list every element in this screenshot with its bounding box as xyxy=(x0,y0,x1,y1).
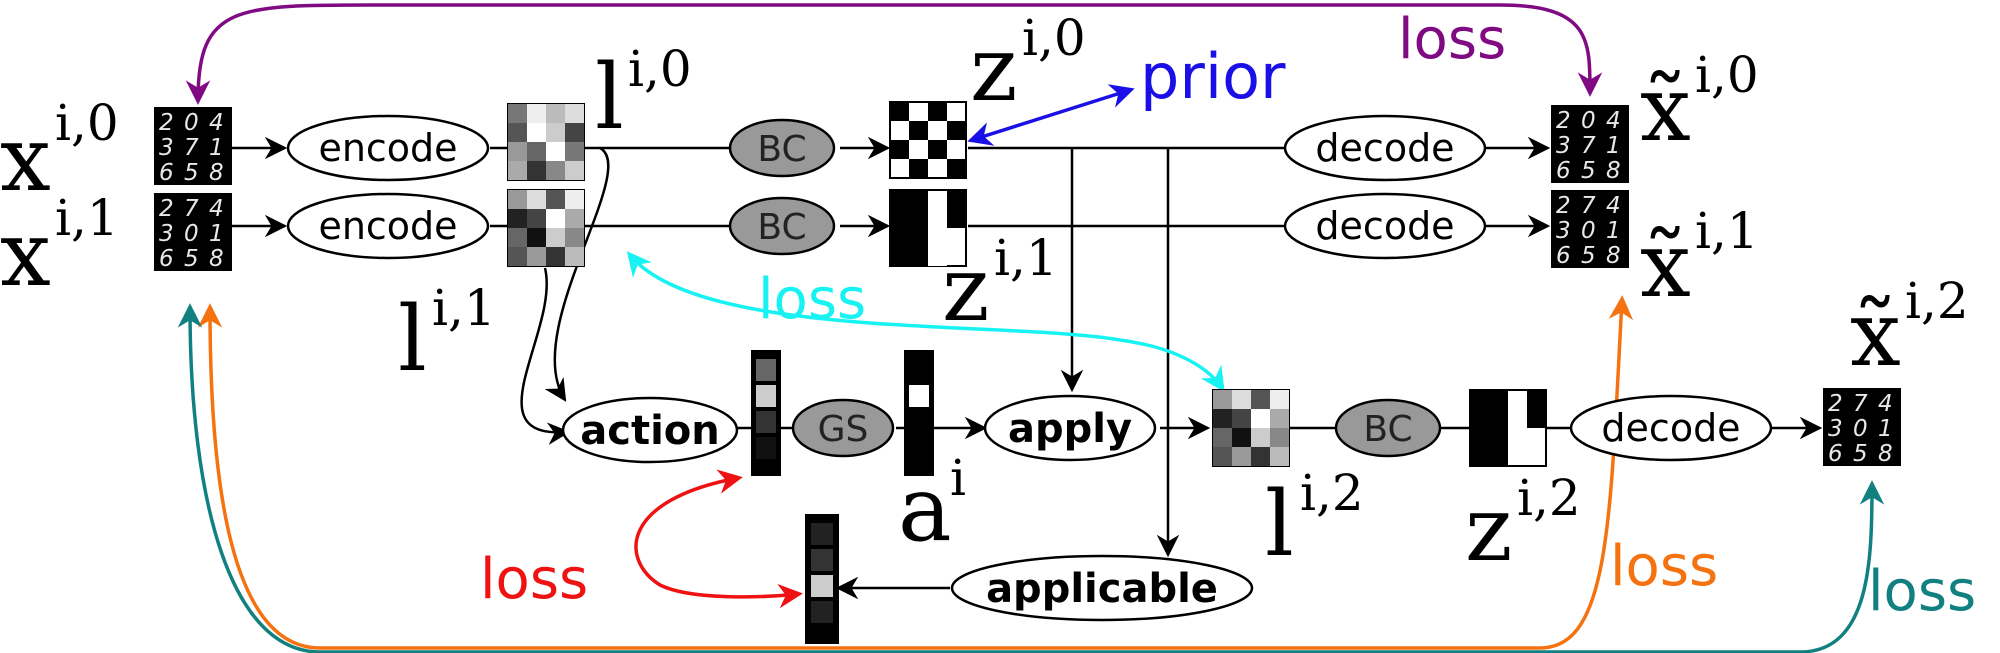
bc-label-2: BC xyxy=(1363,409,1412,450)
xtilde-sup-i2: i,2 xyxy=(1905,272,1969,330)
red-loss-label: loss xyxy=(480,547,588,612)
loss-arrows xyxy=(177,3,1885,653)
l-sup-i1: i,1 xyxy=(432,279,496,337)
reconstruction-image-x0 xyxy=(1551,105,1629,184)
binary-latent-z1 xyxy=(889,189,967,267)
action-onehot-bar xyxy=(904,350,934,476)
action-logits-bar xyxy=(751,350,781,476)
prior-label: prior xyxy=(1140,40,1286,113)
purple-loss-label: loss xyxy=(1398,7,1506,72)
cyan-loss-label: loss xyxy=(758,267,866,332)
applicable-label: applicable xyxy=(986,566,1218,612)
z-base-0: z xyxy=(970,17,1017,122)
x-base-0: x xyxy=(0,107,51,212)
reconstruction-image-x2 xyxy=(1823,388,1901,467)
encode-node-0: encode xyxy=(286,114,490,182)
decode-node-1: decode xyxy=(1283,192,1487,260)
xtilde-base-1: x̃ xyxy=(1640,213,1691,318)
apply-node: apply xyxy=(983,394,1157,462)
teal-loss-label: loss xyxy=(1868,559,1976,624)
applicable-node: applicable xyxy=(950,554,1254,622)
bc-node-2: BC xyxy=(1334,398,1442,458)
encode-label-1: encode xyxy=(318,204,457,248)
xtilde-sup-i1: i,1 xyxy=(1695,202,1759,260)
encode-node-1: encode xyxy=(286,192,490,260)
z-base-1: z xyxy=(942,237,989,342)
label-l-i1: l i,1 xyxy=(398,279,496,392)
input-image-x0 xyxy=(154,107,232,186)
l-base-2: l xyxy=(1265,472,1294,577)
action-node: action xyxy=(561,396,739,464)
label-l-i2: l i,2 xyxy=(1265,464,1364,577)
action-label: action xyxy=(580,408,720,454)
xtilde-base-0: x̃ xyxy=(1640,57,1691,162)
bc-node-1: BC xyxy=(728,196,836,256)
orange-loss-label: loss xyxy=(1610,534,1718,599)
encode-label-0: encode xyxy=(318,126,457,170)
x-base-1: x xyxy=(0,202,51,307)
bc-label-1: BC xyxy=(757,207,806,248)
z-sup-i0: i,0 xyxy=(1022,9,1086,67)
decode-node-0: decode xyxy=(1283,114,1487,182)
l-sup-i2: i,2 xyxy=(1300,464,1364,522)
label-xtilde-i2: x̃ i,2 xyxy=(1850,272,1969,387)
bc-label-0: BC xyxy=(757,129,806,170)
decode-label-1: decode xyxy=(1315,204,1454,248)
purple-loss-arrow xyxy=(185,3,1603,105)
l-base-1: l xyxy=(398,287,427,392)
xtilde-base-2: x̃ xyxy=(1850,282,1901,387)
gs-label: GS xyxy=(818,409,869,450)
applicable-bar xyxy=(805,514,839,644)
decode-node-2: decode xyxy=(1569,394,1773,462)
red-loss-arrow xyxy=(634,469,803,609)
gs-node: GS xyxy=(791,398,895,458)
latent-image-l1 xyxy=(507,189,585,267)
binary-latent-z0 xyxy=(889,101,967,179)
binary-latent-z2 xyxy=(1469,389,1547,467)
label-l-i0: l i,0 xyxy=(595,40,692,150)
input-image-x1 xyxy=(154,193,232,272)
label-a-i: a i xyxy=(898,449,966,562)
l-base-0: l xyxy=(595,45,624,150)
xtilde-sup-i0: i,0 xyxy=(1695,46,1759,104)
decode-label-2: decode xyxy=(1601,406,1740,450)
blue-prior-arrow xyxy=(967,84,1135,146)
x-sup-i0: i,0 xyxy=(55,94,119,152)
latent-image-l2 xyxy=(1212,389,1290,467)
teal-loss-arrow xyxy=(177,303,1885,653)
z-sup-i1: i,1 xyxy=(994,229,1058,287)
label-z-i1: z i,1 xyxy=(942,229,1058,342)
apply-label: apply xyxy=(1008,406,1132,452)
x-sup-i1: i,1 xyxy=(55,189,119,247)
z-sup-i2: i,2 xyxy=(1517,469,1581,527)
label-z-i0: z i,0 xyxy=(970,9,1086,122)
z-base-2: z xyxy=(1465,477,1512,582)
latent-image-l0 xyxy=(507,103,585,181)
label-z-i2: z i,2 xyxy=(1465,469,1581,582)
label-x-i0: x i,0 xyxy=(0,94,119,212)
a-base: a xyxy=(898,457,952,562)
l-sup-i0: i,0 xyxy=(628,40,692,98)
label-xtilde-i1: x̃ i,1 xyxy=(1640,202,1759,318)
bc-node-0: BC xyxy=(728,118,836,178)
label-x-i1: x i,1 xyxy=(0,189,119,307)
label-xtilde-i0: x̃ i,0 xyxy=(1640,46,1759,162)
decode-label-0: decode xyxy=(1315,126,1454,170)
a-sup-i: i xyxy=(950,449,966,507)
reconstruction-image-x1 xyxy=(1551,190,1629,269)
